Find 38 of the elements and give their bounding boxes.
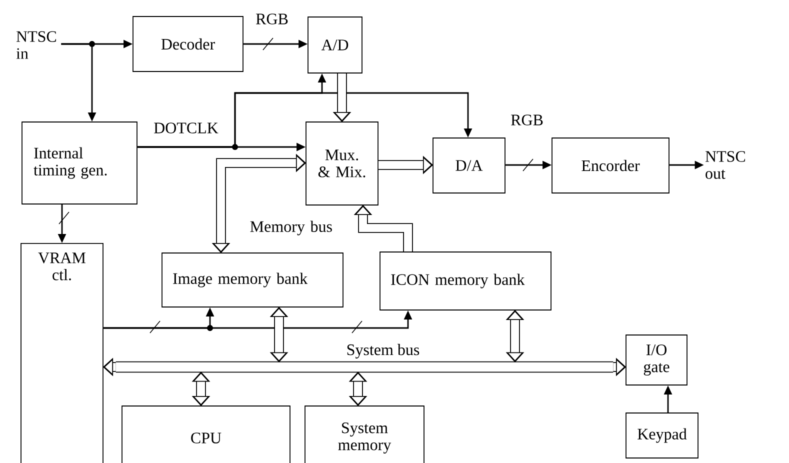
arrow [243,40,308,48]
bus-arrow [348,372,368,406]
signal-label: NTSC in [16,31,56,59]
arrow [103,310,412,329]
block-box: A/D [308,16,362,74]
block-box: Image memory bank [162,252,344,308]
edge-label: DOTCLK [154,122,218,134]
block-box: Internal timing gen. [22,122,138,204]
arrow [137,92,472,148]
signal-label: NTSC out [705,151,746,179]
bus-arrow [212,154,306,254]
arrow [505,160,552,170]
block-box: ICON memory bank [380,252,552,310]
bus-arrow [270,306,288,362]
block-box: Mux. & Mix. [306,122,378,206]
bus-arrow [378,156,434,174]
block-box: I/O gate [626,334,688,386]
arrow [61,43,96,122]
bus-band: System bus [115,344,614,373]
bus-arrow [613,358,626,376]
block-box: Keypad [626,412,698,458]
bus-arrow [192,372,210,406]
block-box: CPU [122,406,290,463]
bus-arrow [506,310,524,362]
controller-box: VRAM ctl. [20,243,104,463]
arrow [664,385,672,413]
block-box: Encorder [552,138,670,194]
bus-arrow [102,358,116,376]
bus-arrow [332,73,352,122]
bus-label: Memory bus [250,220,332,236]
block-box: D/A [432,138,506,194]
arrow [58,204,66,243]
edge-label: RGB [256,14,288,24]
bus-arrow [354,204,413,252]
arrow [669,160,704,170]
block-box: Decoder [132,16,244,72]
edge-label: RGB [511,114,543,126]
block-box: System memory [304,406,424,463]
